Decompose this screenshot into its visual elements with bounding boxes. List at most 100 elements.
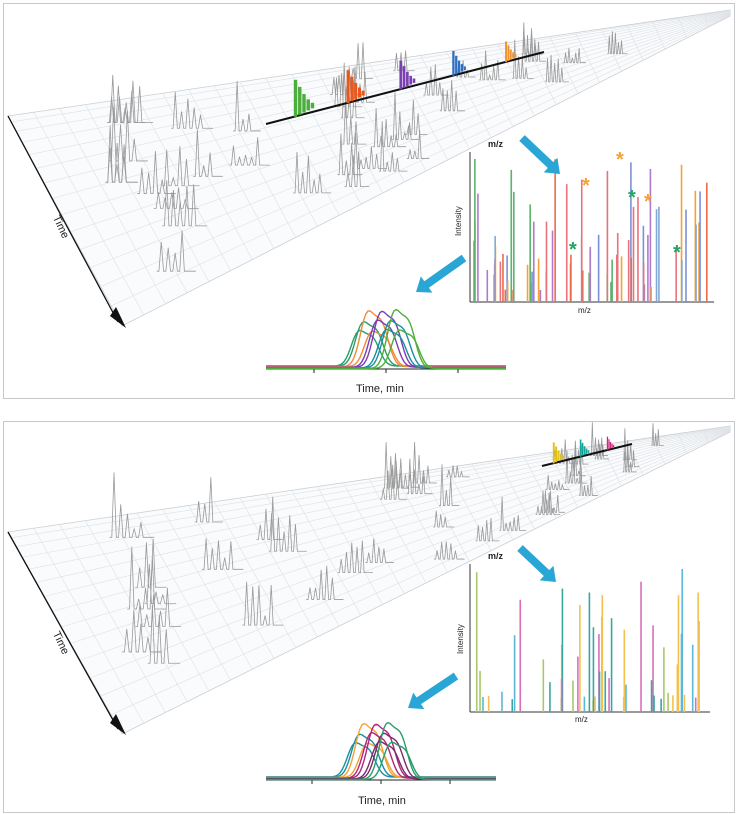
grey-peak-cluster: [512, 39, 534, 79]
grid-line: [214, 85, 296, 238]
highlight-peak-bar: [406, 71, 409, 87]
grid-line: [420, 55, 470, 149]
highlight-peak-bar: [310, 102, 315, 109]
highlight-peak-bar: [399, 60, 403, 90]
annotation-star: *: [673, 242, 681, 264]
grey-peak-cluster: [478, 50, 506, 81]
annotation-star: *: [644, 191, 652, 213]
highlight-peak-bar: [559, 453, 562, 460]
spectrum-mz-top-label: m/z: [488, 139, 504, 149]
grey-peak-cluster: [193, 129, 223, 177]
chromatogram-xlabel: Time, min: [358, 795, 406, 807]
highlight-peak-bar: [509, 49, 512, 60]
grey-peak-cluster: [233, 80, 261, 132]
grey-peak-cluster: [535, 490, 561, 515]
highlight-peak-bar: [609, 441, 612, 449]
grid-line: [36, 11, 731, 169]
bottom-spectrum: [469, 564, 710, 713]
bottom-chromatogram: [266, 721, 496, 784]
grid-line: [239, 81, 318, 227]
highlight-peak-bar: [555, 446, 558, 463]
grid-line: [33, 528, 144, 724]
grey-peak-cluster: [622, 451, 637, 473]
grey-peak-cluster: [651, 423, 664, 446]
top-arrows: [416, 135, 560, 293]
grey-peak-cluster: [607, 31, 628, 55]
highlight-peak-bar: [608, 439, 610, 450]
top-panel: ****** Time m/z Intensity m/z Time, min: [3, 3, 735, 399]
highlight-peak-bar: [409, 75, 413, 85]
annotation-star: *: [616, 149, 624, 171]
grey-peak-cluster: [569, 450, 586, 477]
grid-line: [70, 429, 731, 644]
grid-line: [265, 78, 340, 216]
grey-peak-cluster: [108, 74, 154, 123]
grey-peak-cluster: [439, 80, 465, 112]
grey-peak-cluster: [434, 541, 465, 560]
spectrum-intensity-label: Intensity: [454, 206, 463, 236]
grey-peak-cluster: [135, 587, 182, 627]
chromatogram-xlabel: Time, min: [356, 383, 404, 395]
grid-line: [368, 62, 427, 172]
highlight-peak-bar: [361, 90, 365, 96]
spectrum-intensity-label: Intensity: [456, 624, 465, 654]
callout-arrow: [416, 254, 467, 293]
bottom-panel: Time m/z Intensity m/z Time, min: [3, 421, 735, 813]
grey-peak-cluster: [391, 92, 420, 140]
grey-peak-cluster: [306, 565, 344, 600]
grid-line: [471, 463, 514, 540]
grey-peak-cluster: [352, 132, 388, 169]
grey-peak-cluster: [423, 64, 449, 96]
highlight-peak-bar: [512, 52, 515, 59]
grid-line: [342, 482, 405, 594]
grid-line: [80, 429, 731, 661]
grid-line: [85, 520, 188, 702]
grid-line: [678, 17, 687, 39]
grid-line: [291, 490, 362, 616]
grid-line: [239, 497, 318, 638]
grid-line: [111, 431, 731, 716]
highlight-peak-bar: [612, 445, 615, 448]
highlight-peak-bar: [505, 41, 507, 63]
grey-peak-cluster: [446, 465, 470, 478]
time-axis-arrow: [7, 115, 119, 323]
highlight-peak-bar: [452, 51, 455, 76]
grid-line: [497, 459, 535, 530]
time-axis-arrowhead: [110, 307, 126, 328]
grey-peak-cluster: [499, 496, 527, 531]
grid-line: [420, 471, 470, 562]
highlight-peak-bar: [606, 436, 609, 451]
grey-peak-cluster: [351, 66, 375, 103]
grey-peak-cluster: [540, 490, 566, 513]
grid-line: [626, 25, 644, 61]
grey-peak-cluster: [242, 581, 284, 626]
grid-line: [188, 505, 275, 659]
annotation-star: *: [569, 239, 577, 261]
grid-line: [33, 112, 144, 316]
highlight-peak-bar: [562, 455, 565, 459]
grey-peak-cluster: [171, 91, 214, 129]
highlight-peak-bar: [557, 450, 560, 461]
chromatogram-trace: [266, 723, 496, 779]
grid-line: [162, 509, 253, 670]
grey-peak-cluster: [122, 610, 163, 653]
grey-peak-cluster: [344, 151, 370, 188]
grey-peak-cluster: [411, 441, 437, 484]
grid-line: [523, 456, 557, 519]
grey-peak-cluster: [342, 92, 367, 145]
highlight-peak-bar: [455, 55, 458, 75]
highlight-peak-bar: [579, 439, 582, 457]
grid-line: [111, 15, 731, 307]
grey-peak-cluster: [349, 42, 373, 80]
grey-peak-cluster: [365, 538, 395, 563]
highlight-peak-bar: [583, 446, 586, 455]
grid-line: [652, 21, 666, 50]
highlight-peak-bar: [552, 442, 555, 464]
highlight-peak-bar: [402, 66, 406, 88]
grey-peak-cluster: [380, 464, 407, 500]
grid-line: [136, 96, 231, 271]
bottom-grid-plane: [7, 425, 731, 735]
top-chromatogram: [266, 308, 506, 373]
spectrum-mz-top-label: m/z: [488, 551, 504, 561]
top-spectrum: ******: [469, 149, 714, 303]
